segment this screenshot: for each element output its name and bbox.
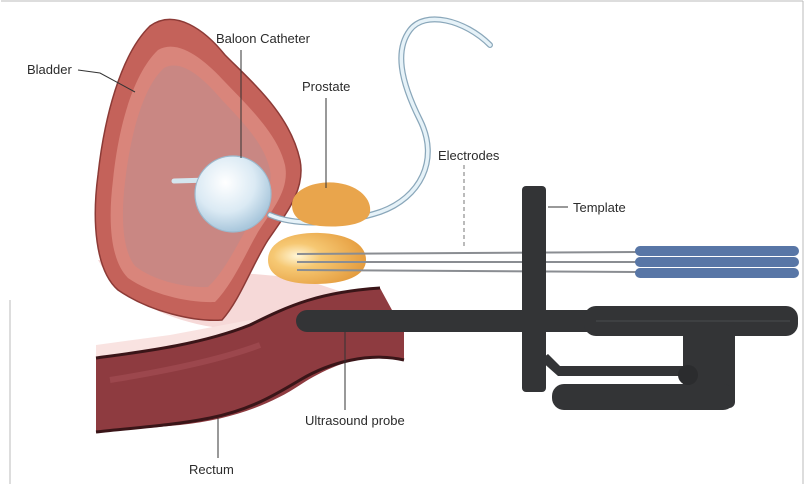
label-balloon-catheter: Baloon Catheter [216, 31, 311, 46]
label-bladder: Bladder [27, 62, 72, 77]
label-prostate: Prostate [302, 79, 350, 94]
bladder [95, 19, 301, 320]
label-rectum: Rectum [189, 462, 234, 477]
label-ultrasound-probe: Ultrasound probe [305, 413, 405, 428]
template [522, 186, 690, 392]
prostate [292, 182, 370, 226]
prostate-lower-lobe [268, 233, 366, 284]
electrode-handles [635, 246, 799, 278]
label-template: Template [573, 200, 626, 215]
balloon [195, 156, 271, 232]
label-electrodes: Electrodes [438, 148, 500, 163]
